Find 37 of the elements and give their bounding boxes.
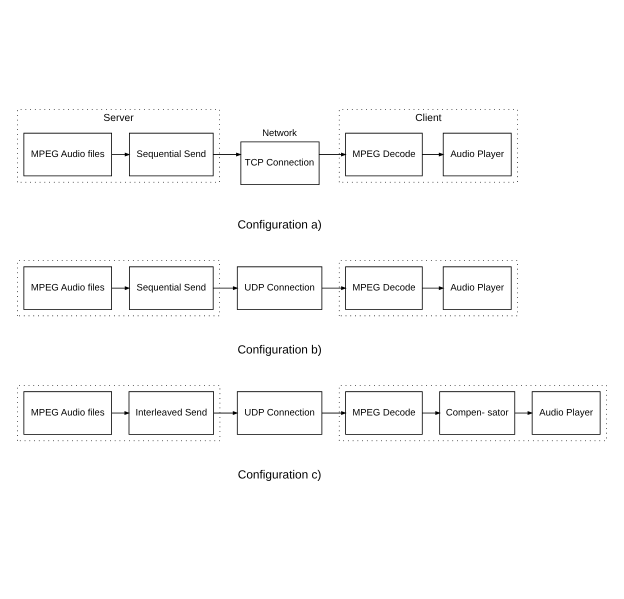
cluster (17, 384, 220, 441)
arrow (321, 286, 347, 290)
node-box: Interleaved Send (128, 390, 214, 434)
node-box: MPEG Audio files (23, 266, 112, 310)
node-box: UDP Connection (236, 266, 322, 310)
node-label: Network (262, 128, 297, 139)
arrow (212, 152, 242, 156)
label: Configuration b) (237, 342, 322, 356)
node-box: Audio Player (442, 266, 512, 310)
arrow (422, 410, 441, 414)
label: Configuration c) (238, 466, 322, 481)
node-box: MPEG Audio files (23, 390, 112, 434)
node-box: MPEG Audio files (23, 132, 112, 176)
arrow (422, 152, 444, 156)
cluster (338, 384, 607, 441)
cluster (17, 260, 220, 316)
arrow (318, 152, 347, 156)
arrow (514, 410, 534, 414)
node-box: UDP Connection (236, 390, 322, 434)
arrow (213, 410, 238, 414)
arrow (111, 286, 130, 290)
node-box: Sequential Send (129, 132, 214, 176)
node-box: MPEG Decode (345, 132, 423, 176)
node-box: Audio Player (532, 390, 601, 434)
arrow (111, 410, 130, 414)
node-box: TCP Connection (240, 141, 320, 184)
node-box: MPEG Decode (345, 390, 423, 434)
arrow (111, 152, 130, 156)
node-box: Compen- sator (439, 390, 516, 434)
cluster (338, 260, 518, 316)
arrow (422, 286, 444, 290)
arrow (321, 410, 347, 414)
node-box: MPEG Decode (345, 266, 423, 310)
arrow (212, 286, 238, 290)
label: Configuration a) (237, 216, 322, 231)
node-box: Audio Player (442, 132, 512, 176)
node-box: Sequential Send (129, 266, 214, 310)
